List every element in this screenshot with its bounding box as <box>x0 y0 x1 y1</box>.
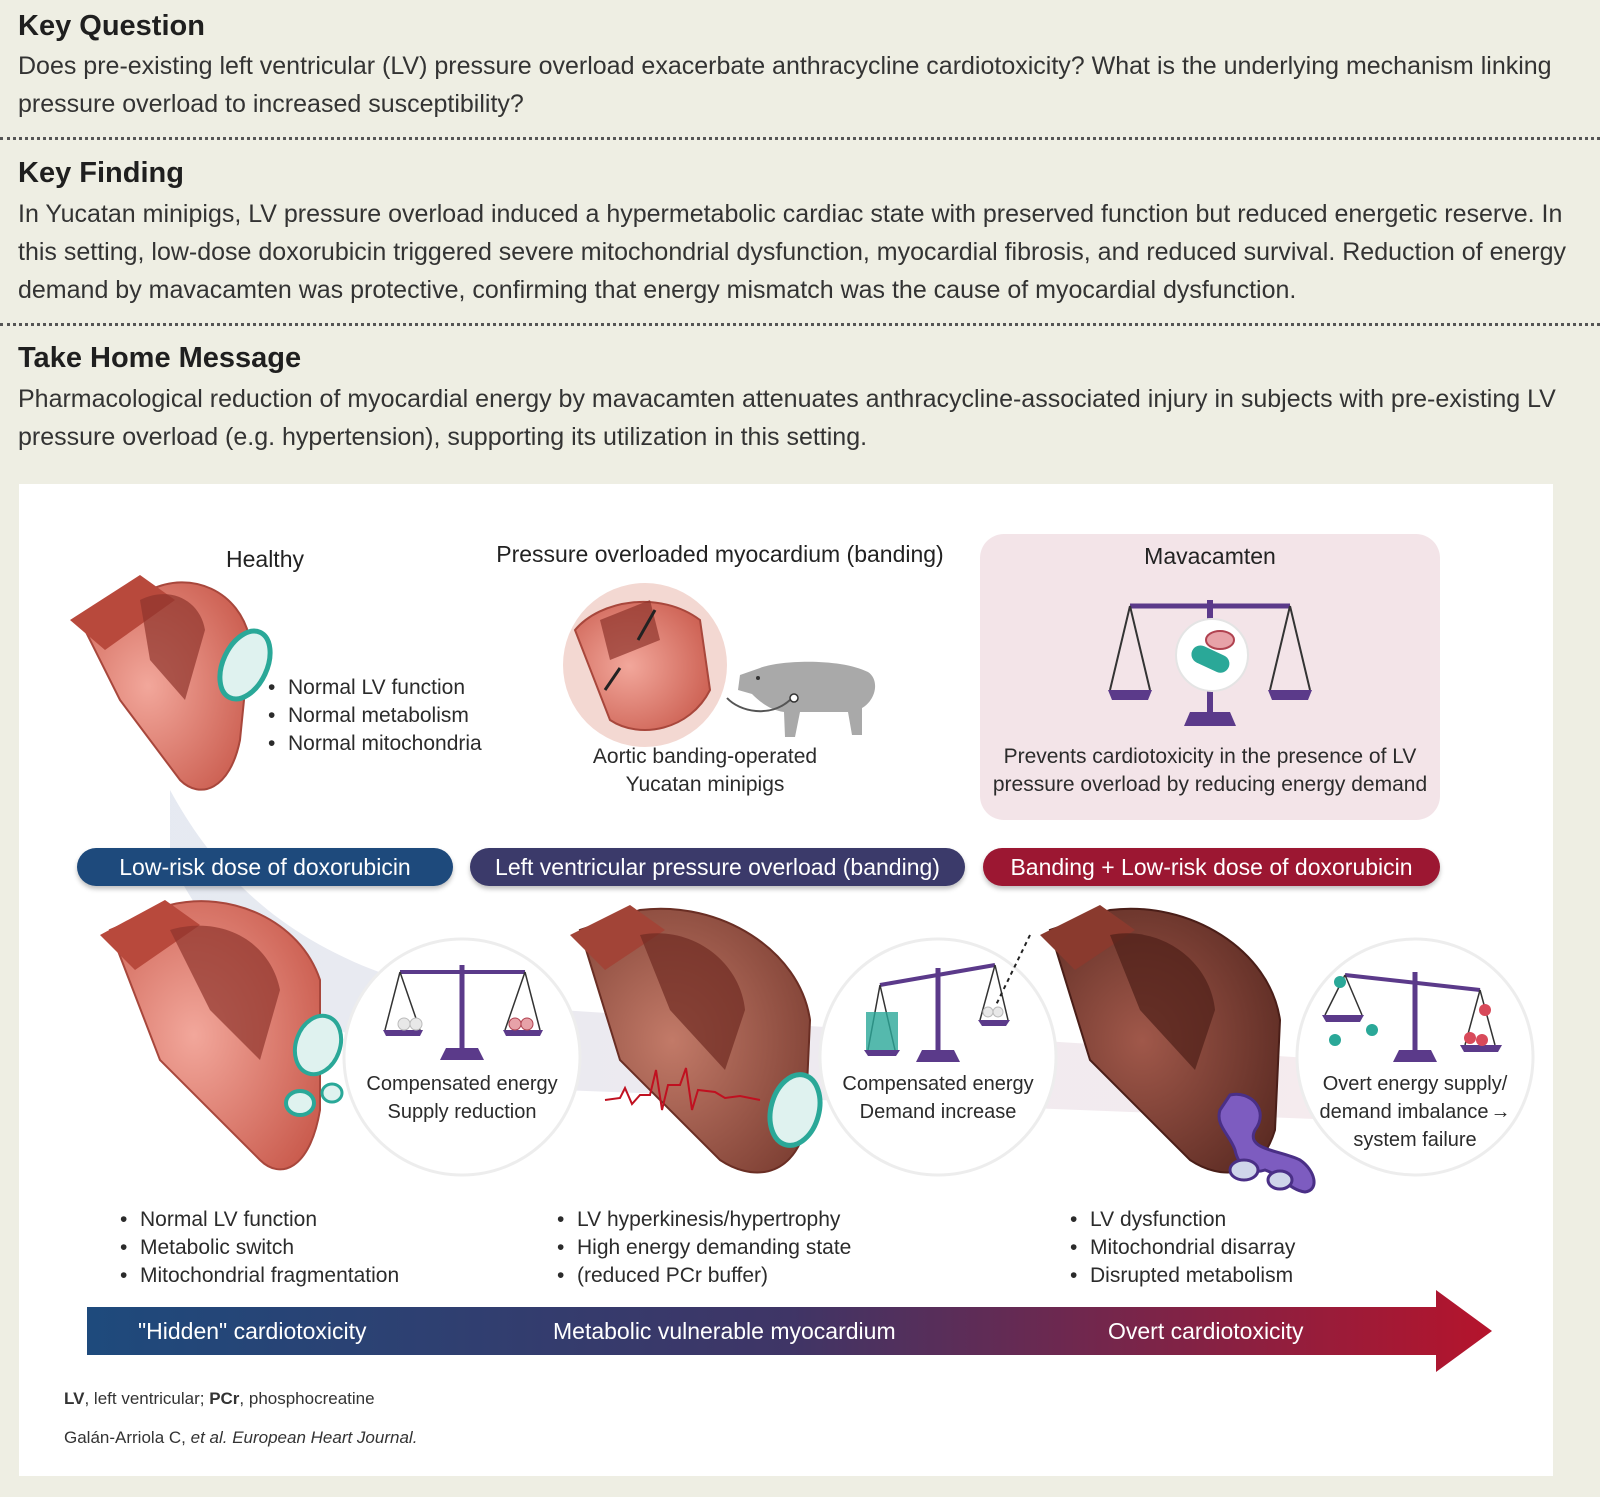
label-line: demand imbalance→ <box>1300 1098 1530 1126</box>
label-line: system failure <box>1353 1129 1477 1151</box>
fragmented-mitochondria-icon <box>320 1082 344 1104</box>
list-item: High energy demanding state <box>557 1234 851 1262</box>
list-item: LV dysfunction <box>1070 1206 1295 1234</box>
banding-caption: Aortic banding-operated Yucatan minipigs <box>555 743 855 799</box>
banding-bullets: LV hyperkinesis/hypertrophy High energy … <box>557 1206 851 1290</box>
take-home-text: Pharmacological reduction of myocardial … <box>18 385 1556 451</box>
imbalance-scale-icon <box>1295 937 1535 1177</box>
list-item: Normal mitochondria <box>268 730 482 758</box>
arrow-right-icon: → <box>1490 1101 1511 1123</box>
label-line: Overt energy supply/ <box>1322 1073 1508 1095</box>
key-question-text: Does pre-existing left ventricular (LV) … <box>18 52 1552 118</box>
take-home-title: Take Home Message <box>18 342 302 374</box>
doxorubicin-heart-icon <box>100 900 321 1171</box>
caption-line: Aortic banding-operated <box>592 745 818 768</box>
label-line: Supply reduction <box>387 1101 537 1123</box>
caption-line: pressure overload by reducing energy dem… <box>992 773 1428 796</box>
mitochondria-icon <box>767 1072 823 1148</box>
mavacamten-caption: Prevents cardiotoxicity in the presence … <box>985 743 1435 799</box>
hypertrophic-heart-icon <box>570 905 812 1174</box>
abbreviations: LV, left ventricular; PCr, phosphocreati… <box>64 1389 375 1409</box>
key-question-title: Key Question <box>18 10 205 42</box>
list-item: Normal LV function <box>268 674 482 702</box>
scale-label-imbalance: Overt energy supply/ demand imbalance→ s… <box>1300 1070 1530 1154</box>
banding-heart-icon <box>563 583 727 747</box>
healthy-bullets: Normal LV function Normal metabolism Nor… <box>268 674 482 758</box>
disrupted-mitochondria-icon <box>1266 1169 1294 1191</box>
disrupted-mitochondria-icon <box>1217 1092 1316 1194</box>
abbr-term: PCr <box>209 1389 240 1408</box>
pill-doxorubicin: Low-risk dose of doxorubicin <box>77 848 453 886</box>
minipig-icon <box>726 661 876 737</box>
pill-banding-doxorubicin: Banding + Low-risk dose of doxorubicin <box>983 848 1440 886</box>
mavacamten-scale-icon <box>1108 600 1312 726</box>
list-item: LV hyperkinesis/hypertrophy <box>557 1206 851 1234</box>
progression-arrow <box>87 1290 1492 1372</box>
list-item: Metabolic switch <box>120 1234 399 1262</box>
ecg-trace-icon <box>604 1067 761 1111</box>
citation-journal: et al. European Heart Journal. <box>190 1428 418 1447</box>
key-finding-text: In Yucatan minipigs, LV pressure overloa… <box>18 200 1567 304</box>
list-item: Mitochondrial disarray <box>1070 1234 1295 1262</box>
fragmented-mitochondria-icon <box>292 1013 344 1077</box>
banding-title: Pressure overloaded myocardium (banding) <box>496 541 944 567</box>
healthy-title: Healthy <box>226 546 304 572</box>
supply-reduction-scale-icon <box>342 937 582 1177</box>
scale-label-demand: Compensated energy Demand increase <box>828 1070 1048 1126</box>
divider <box>0 137 1600 140</box>
label-text: demand imbalance <box>1319 1101 1489 1123</box>
label-line: Demand increase <box>859 1101 1017 1123</box>
mitochondria-icon <box>217 628 273 702</box>
label-line: Compensated energy <box>842 1073 1034 1095</box>
scale-label-supply: Compensated energy Supply reduction <box>352 1070 572 1126</box>
key-finding-title: Key Finding <box>18 157 184 189</box>
arrow-label-overt: Overt cardiotoxicity <box>1108 1318 1304 1344</box>
list-item: (reduced PCr buffer) <box>557 1262 851 1290</box>
abbr-def: , left ventricular; <box>84 1389 210 1408</box>
doxorubicin-bullets: Normal LV function Metabolic switch Mito… <box>120 1206 399 1290</box>
caption-line: Prevents cardiotoxicity in the presence … <box>1003 745 1417 768</box>
disrupted-mitochondria-icon <box>1228 1158 1260 1182</box>
citation: Galán-Arriola C, et al. European Heart J… <box>64 1428 417 1448</box>
demand-increase-scale-icon <box>818 934 1058 1177</box>
list-item: Normal LV function <box>120 1206 399 1234</box>
pill-pressure-overload: Left ventricular pressure overload (band… <box>470 848 965 886</box>
arrow-label-hidden: "Hidden" cardiotoxicity <box>138 1318 367 1344</box>
fragmented-mitochondria-icon <box>284 1089 316 1117</box>
caption-line: Yucatan minipigs <box>625 773 785 796</box>
citation-authors: Galán-Arriola C, <box>64 1428 191 1447</box>
label-line: Compensated energy <box>366 1073 558 1095</box>
list-item: Disrupted metabolism <box>1070 1262 1295 1290</box>
healthy-heart-icon <box>70 575 252 791</box>
list-item: Mitochondrial fragmentation <box>120 1262 399 1290</box>
list-item: Normal metabolism <box>268 702 482 730</box>
abbr-term: LV <box>64 1389 85 1408</box>
arrow-label-vulnerable: Metabolic vulnerable myocardium <box>553 1318 896 1344</box>
combined-bullets: LV dysfunction Mitochondrial disarray Di… <box>1070 1206 1295 1290</box>
divider <box>0 323 1600 326</box>
abbr-def: , phosphocreatine <box>239 1389 375 1408</box>
mavacamten-title: Mavacamten <box>1144 543 1276 569</box>
